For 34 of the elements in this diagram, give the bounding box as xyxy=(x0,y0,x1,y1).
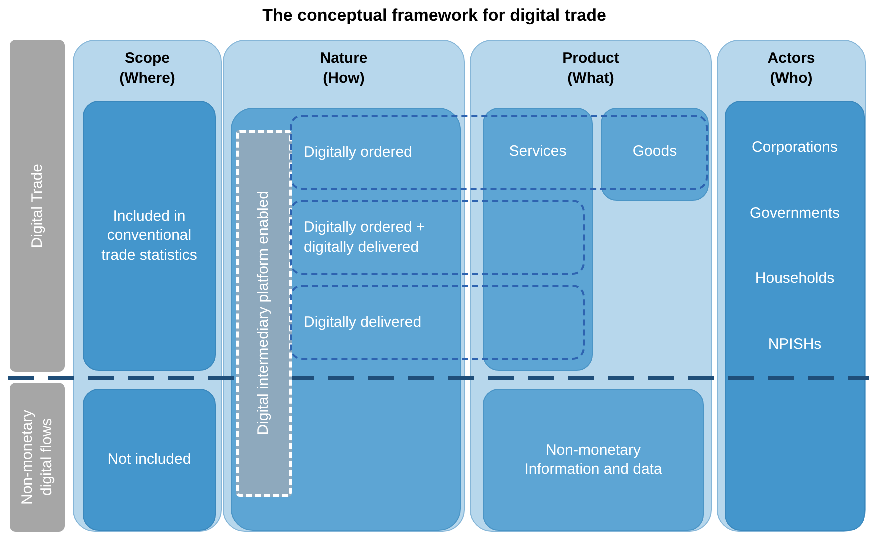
column-panel xyxy=(223,40,465,532)
column-panel xyxy=(470,40,712,532)
actor-label: Governments xyxy=(750,204,840,223)
side-band xyxy=(10,383,65,532)
column-heading: Scope (Where) xyxy=(118,49,176,88)
category-label: Goods xyxy=(632,142,678,162)
column-panel xyxy=(717,40,866,532)
category-box xyxy=(725,101,865,531)
actor-label: Corporations xyxy=(752,138,838,158)
box-label: Digitally delivered xyxy=(304,312,422,332)
band-label: Digital Trade xyxy=(28,164,47,248)
dashed-box xyxy=(236,130,292,497)
category-label: Non-monetary Information and data xyxy=(524,440,664,480)
category-box xyxy=(601,108,709,201)
column-heading: Product (What) xyxy=(562,49,620,88)
category-label: Not included xyxy=(108,450,192,470)
band-label: Non-monetary digital flows xyxy=(18,408,56,508)
category-label: Services xyxy=(509,142,567,162)
column-heading: Nature (How) xyxy=(319,49,369,88)
side-band xyxy=(10,40,65,372)
actor-label: Households xyxy=(755,269,835,288)
box-label: Digital intermediary platform enabled xyxy=(254,191,274,436)
category-label: Included in conventional trade statistics xyxy=(100,206,198,266)
column-heading: Actors (Who) xyxy=(766,49,816,88)
category-box xyxy=(83,389,216,531)
diagram-title: The conceptual framework for digital trade xyxy=(262,6,606,26)
category-box xyxy=(483,108,593,371)
inner-panel xyxy=(231,108,461,531)
category-box xyxy=(83,101,216,371)
box-label: Digitally ordered xyxy=(304,142,412,162)
category-box xyxy=(483,389,704,531)
column-panel xyxy=(73,40,222,532)
actor-label: NPISHs xyxy=(768,334,822,354)
box-label: Digitally ordered + digitally delivered xyxy=(304,218,426,257)
